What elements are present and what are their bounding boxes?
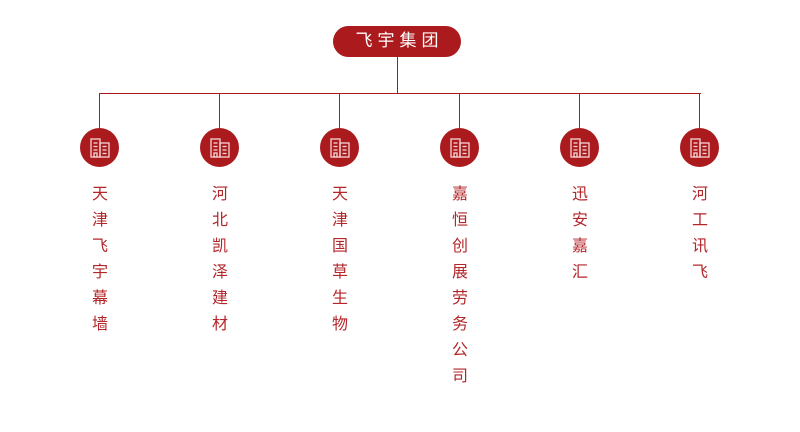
node-label: 迅安嘉汇: [571, 184, 588, 281]
building-icon: [689, 137, 710, 158]
node-connector: [459, 93, 460, 129]
node-badge: [200, 128, 239, 167]
building-icon: [89, 137, 110, 158]
node-connector: [699, 93, 700, 129]
node-badge: [440, 128, 479, 167]
building-icon: [449, 137, 470, 158]
node-connector: [99, 93, 100, 129]
building-icon: [329, 137, 350, 158]
node-connector: [579, 93, 580, 129]
root-connector: [397, 57, 398, 94]
horizontal-connector: [99, 93, 701, 94]
root-node-feiyu-group: 飞宇集团: [333, 26, 461, 57]
node-label: 嘉恒创展劳务公司: [451, 184, 468, 385]
node-badge: [680, 128, 719, 167]
node-label: 河北凯泽建材: [211, 184, 228, 333]
node-badge: [560, 128, 599, 167]
node-connector: [339, 93, 340, 129]
building-icon: [569, 137, 590, 158]
node-label: 天津飞宇幕墙: [91, 184, 108, 333]
node-badge: [320, 128, 359, 167]
node-label: 河工讯飞: [691, 184, 708, 281]
node-badge: [80, 128, 119, 167]
building-icon: [209, 137, 230, 158]
node-label: 天津国草生物: [331, 184, 348, 333]
node-connector: [219, 93, 220, 129]
